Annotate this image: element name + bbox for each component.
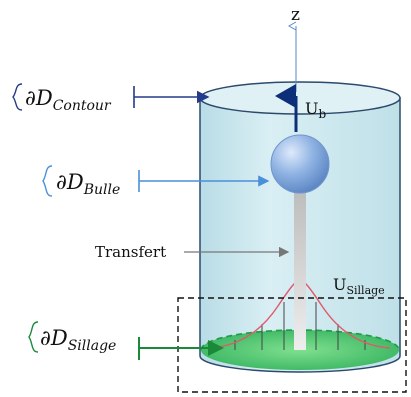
ub-label: Ub — [305, 99, 326, 121]
contour-annotation: ∂DContour — [12, 83, 210, 114]
contour-label: ∂DContour — [25, 86, 112, 114]
transfert-annotation: Transfert — [95, 243, 290, 261]
sillage-subscript: Sillage — [68, 338, 117, 354]
u-sillage-symbol: U — [333, 275, 346, 294]
contour-prefix: ∂D — [25, 86, 53, 110]
ub-symbol: U — [305, 99, 318, 118]
bubble-trail — [294, 192, 306, 350]
sillage-prefix: ∂D — [40, 326, 68, 350]
sillage-label: ∂DSillage — [40, 326, 116, 354]
transfert-label: Transfert — [95, 243, 166, 261]
wake-region-box — [177, 297, 407, 393]
bulle-label: ∂DBulle — [56, 170, 120, 198]
ub-subscript: b — [318, 107, 326, 121]
sillage-bracket — [28, 321, 39, 353]
cylinder-top — [199, 81, 401, 115]
bulle-bracket — [42, 165, 53, 197]
bulle-prefix: ∂D — [56, 170, 84, 194]
sillage-annotation: ∂DSillage — [28, 321, 224, 360]
u-sillage-label: USillage — [333, 275, 385, 297]
u-sillage-subscript: Sillage — [346, 284, 384, 297]
bubble — [270, 134, 330, 194]
contour-subscript: Contour — [53, 98, 112, 114]
bulle-annotation: ∂DBulle — [42, 165, 270, 198]
contour-bracket — [12, 83, 23, 111]
z-axis-label: z — [291, 5, 300, 25]
bulle-subscript: Bulle — [83, 182, 121, 198]
